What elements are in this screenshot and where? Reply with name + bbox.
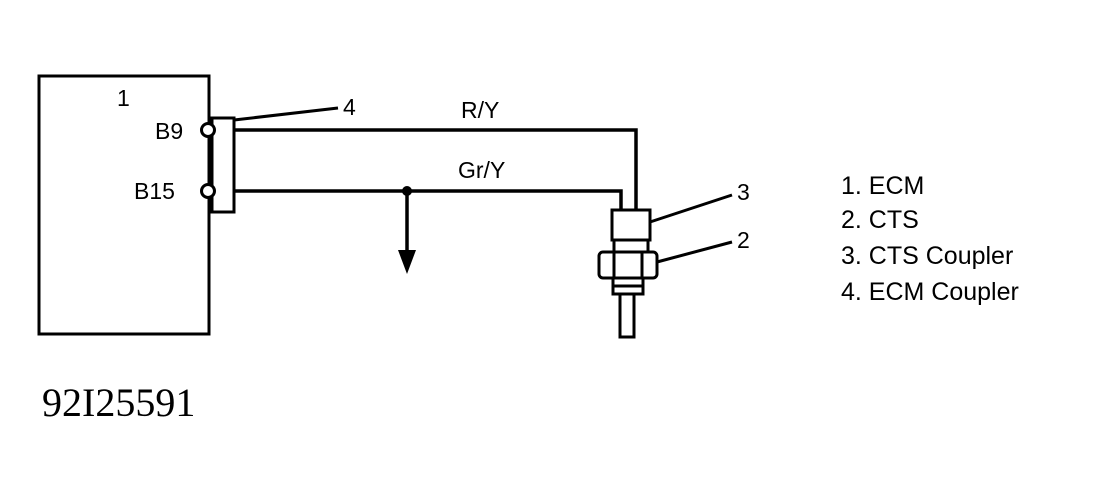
- pin-b9-label: B9: [155, 118, 183, 144]
- wire-r-y: [234, 128, 638, 210]
- pin-b15-terminal: [200, 183, 216, 199]
- ecm-coupler-callout: 4: [343, 94, 356, 120]
- wire-gr-y-label: Gr/Y: [458, 157, 505, 183]
- cts-probe: [618, 294, 636, 339]
- cts-coupler-callout: 3: [737, 179, 750, 205]
- cts-neck: [612, 238, 650, 254]
- cts-callout: 2: [737, 227, 750, 253]
- wire-r-y-label: R/Y: [461, 97, 499, 123]
- legend-item-ecm-coupler: 4. ECM Coupler: [841, 278, 1019, 306]
- cts-coupler-leader: [649, 193, 733, 224]
- ecm-coupler: [210, 116, 236, 214]
- ecm-callout: 1: [117, 85, 130, 111]
- pin-b9-terminal: [200, 122, 216, 138]
- ground-arrow: [398, 250, 416, 274]
- pin-b15-label: B15: [134, 178, 175, 204]
- wire-gr-y: [234, 189, 623, 210]
- figure-id: 92I25591: [42, 380, 195, 425]
- cts-hex-nut: [597, 250, 659, 280]
- legend-item-ecm: 1. ECM: [841, 172, 924, 200]
- legend-item-cts-coupler: 3. CTS Coupler: [841, 242, 1013, 270]
- cts-coupler: [610, 208, 652, 242]
- ecm-coupler-leader: [233, 106, 339, 122]
- legend-item-cts: 2. CTS: [841, 206, 919, 234]
- ecm-box: [37, 74, 211, 336]
- legend: 1. ECM 2. CTS 3. CTS Coupler 4. ECM Coup…: [841, 172, 1019, 306]
- cts-leader: [656, 240, 733, 264]
